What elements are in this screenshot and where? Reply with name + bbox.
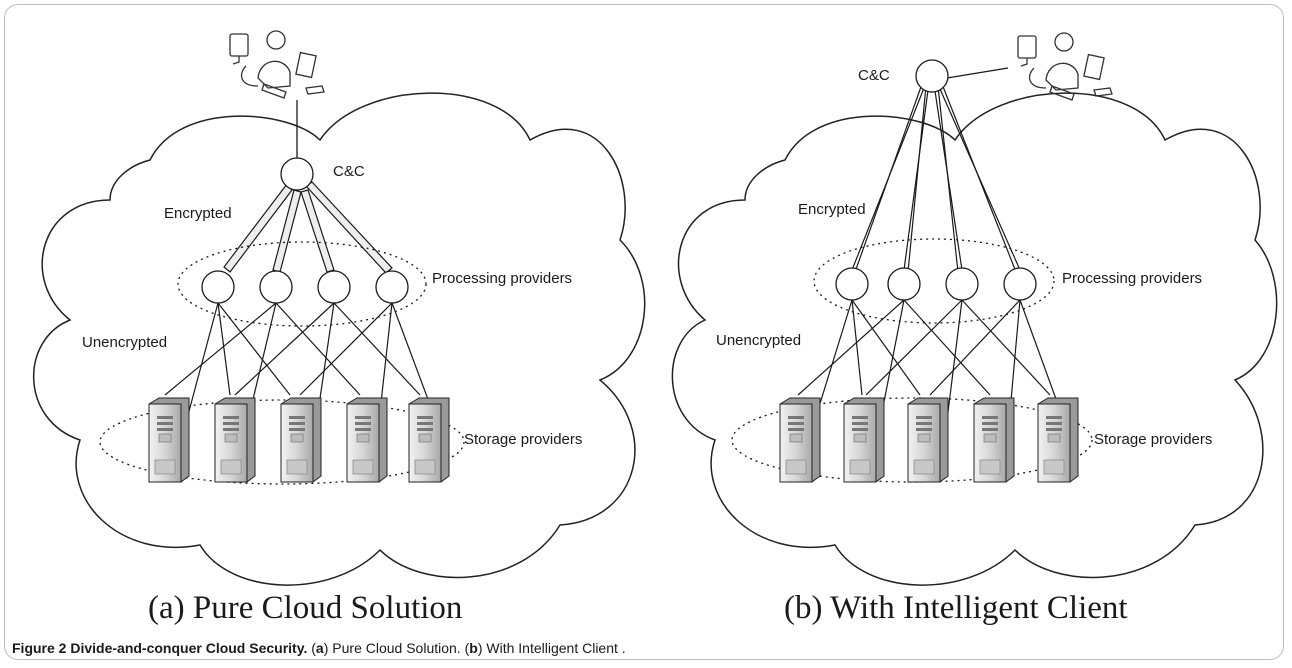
unencrypted-label-b: Unencrypted xyxy=(716,332,801,349)
processing-node xyxy=(945,267,979,301)
unencrypted-links-b xyxy=(797,299,1061,413)
storage-group-b xyxy=(731,397,1093,483)
part-a-letter: a xyxy=(315,640,324,656)
server-icon xyxy=(148,397,190,483)
unencrypted-label-a: Unencrypted xyxy=(82,334,167,351)
figure-caption: Figure 2 Divide-and-conquer Cloud Securi… xyxy=(12,640,626,656)
user-workstation-icon xyxy=(1017,32,1113,101)
server-icon xyxy=(779,397,821,483)
figure-title: Divide-and-conquer Cloud Security. xyxy=(70,640,308,656)
part-b-text: With Intelligent Client . xyxy=(486,640,626,656)
subfigure-caption-b: (b) With Intelligent Client xyxy=(784,590,1128,626)
panel-a: C&C Encrypted Unencrypted Processing pro… xyxy=(32,30,646,586)
cc-label-b: C&C xyxy=(858,67,890,84)
user-workstation-icon xyxy=(229,30,325,99)
server-icon xyxy=(907,397,949,483)
server-icon xyxy=(408,397,450,483)
encrypted-label-b: Encrypted xyxy=(798,201,866,218)
part-b-letter: b xyxy=(469,640,478,656)
processing-label-b: Processing providers xyxy=(1062,270,1202,287)
processing-node xyxy=(835,267,869,301)
subfigure-caption-a: (a) Pure Cloud Solution xyxy=(148,590,463,626)
server-icon xyxy=(1037,397,1079,483)
cc-node-a xyxy=(280,157,314,191)
processing-group-b xyxy=(813,238,1055,324)
encrypted-tubes-a xyxy=(223,181,393,274)
processing-node xyxy=(375,270,409,304)
cc-label-a: C&C xyxy=(333,163,365,180)
encrypted-label-a: Encrypted xyxy=(164,205,232,222)
processing-label-a: Processing providers xyxy=(432,270,572,287)
figure-label: Figure 2 xyxy=(12,640,67,656)
storage-label-a: Storage providers xyxy=(464,431,582,448)
server-icon xyxy=(280,397,322,483)
processing-node xyxy=(317,270,351,304)
processing-node xyxy=(1003,267,1037,301)
processing-node xyxy=(201,270,235,304)
server-icon xyxy=(973,397,1015,483)
storage-label-b: Storage providers xyxy=(1094,431,1212,448)
panel-b: C&C Encrypted Unencrypted Processing pro… xyxy=(671,32,1278,586)
processing-nodes-a xyxy=(201,270,409,304)
processing-node xyxy=(259,270,293,304)
server-icon xyxy=(346,397,388,483)
processing-nodes-b xyxy=(835,267,1037,301)
processing-node xyxy=(887,267,921,301)
link-cc-to-user-b xyxy=(946,67,1009,79)
server-icon xyxy=(843,397,885,483)
server-icon xyxy=(214,397,256,483)
cloud-shape-b xyxy=(671,92,1278,586)
part-a-text: Pure Cloud Solution. xyxy=(332,640,461,656)
storage-group-a xyxy=(99,399,465,485)
processing-group-a xyxy=(177,241,427,327)
cc-node-b xyxy=(915,59,949,93)
